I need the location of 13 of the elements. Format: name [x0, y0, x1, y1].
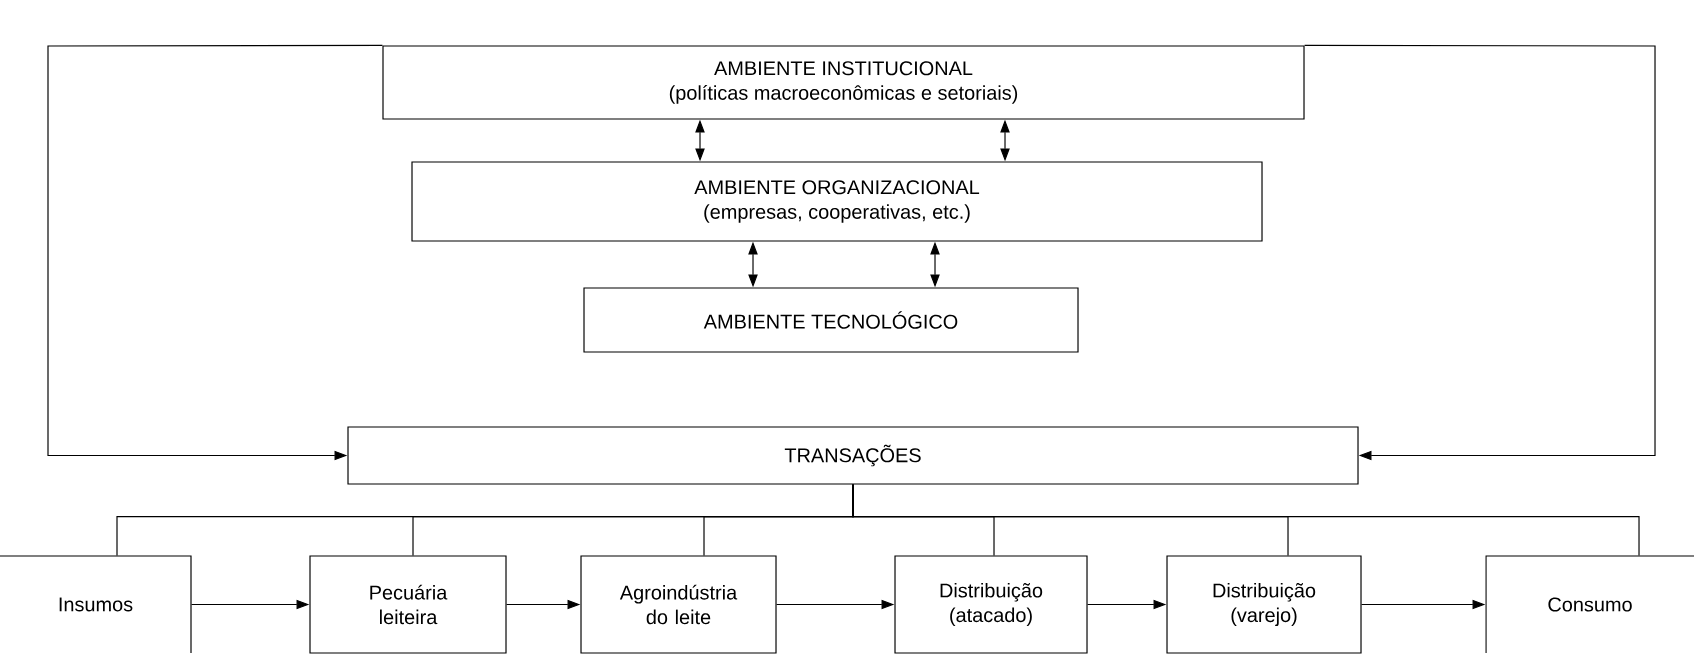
environment-box: AMBIENTE TECNOLÓGICO	[583, 287, 1079, 353]
stage-box: Insumos	[0, 555, 192, 654]
stage-box: Distribuição (atacado)	[894, 555, 1088, 654]
transactions-box: TRANSAÇÕES	[347, 426, 1359, 485]
feedback-arrow	[47, 44, 383, 461]
tree-connector	[852, 484, 1640, 556]
stage-box: Consumo	[1485, 555, 1694, 654]
environment-box: AMBIENTE INSTITUCIONAL (políticas macroeconômicas e setoriais)	[382, 45, 1305, 120]
feedback-arrow	[1304, 44, 1656, 461]
stage-box: Pecuária leiteira	[309, 555, 507, 654]
environment-box: AMBIENTE ORGANIZACIONAL (empresas, cooperativas, etc.)	[411, 161, 1263, 242]
stage-box: Agroindústria do leite	[580, 555, 777, 654]
stage-box: Distribuição (varejo)	[1166, 555, 1362, 654]
